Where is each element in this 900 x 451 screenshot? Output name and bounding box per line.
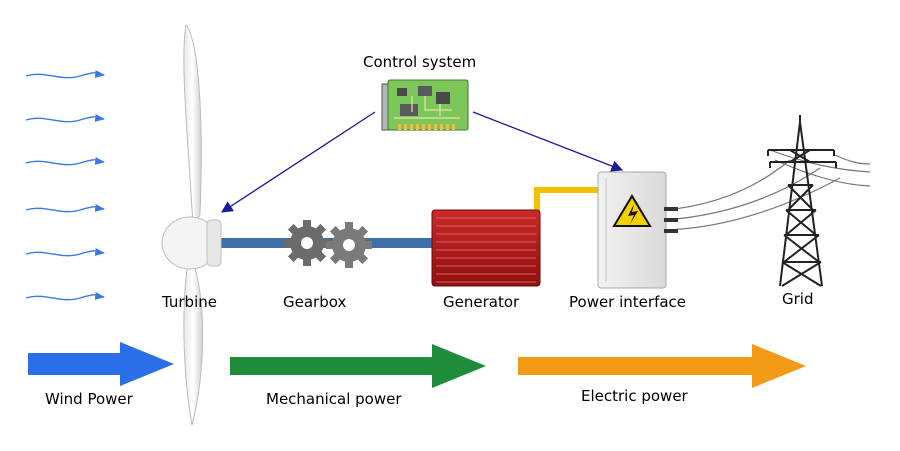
mechanical-power-arrow bbox=[230, 344, 486, 388]
gearbox-label: Gearbox bbox=[283, 293, 347, 311]
transmission-tower-icon bbox=[767, 115, 837, 287]
mechanical-power-label: Mechanical power bbox=[266, 390, 402, 408]
control-arrow-to-turbine bbox=[221, 111, 376, 213]
power-interface-label: Power interface bbox=[569, 293, 687, 311]
wind-line-icon bbox=[25, 114, 105, 123]
wind-line-icon bbox=[25, 292, 105, 301]
wind-power-label: Wind Power bbox=[45, 390, 133, 408]
wind-line-icon bbox=[25, 248, 105, 257]
wind-lines bbox=[25, 70, 105, 301]
wind-line-icon bbox=[25, 204, 105, 213]
gearbox-gears bbox=[284, 220, 372, 268]
generator-label: Generator bbox=[443, 293, 520, 311]
wind-line-icon bbox=[25, 70, 105, 79]
high-voltage-warning-icon bbox=[612, 194, 652, 227]
gear-icon bbox=[326, 222, 372, 268]
electrical-cabinet-icon bbox=[597, 171, 678, 289]
gear-icon bbox=[284, 220, 330, 266]
control-arrow-to-interface bbox=[472, 111, 624, 172]
grid-label: Grid bbox=[782, 290, 814, 308]
turbine-icon bbox=[161, 23, 222, 426]
generator-cable bbox=[534, 187, 600, 212]
turbine-label: Turbine bbox=[162, 293, 217, 311]
transmission-lines bbox=[664, 149, 871, 231]
electric-power-arrow bbox=[518, 344, 806, 388]
electric-power-label: Electric power bbox=[581, 387, 688, 405]
generator-icon bbox=[431, 209, 541, 287]
control-system-label: Control system bbox=[363, 53, 477, 71]
circuit-board-icon bbox=[381, 79, 469, 131]
wind-power-arrow bbox=[28, 342, 174, 386]
wind-line-icon bbox=[25, 157, 105, 166]
